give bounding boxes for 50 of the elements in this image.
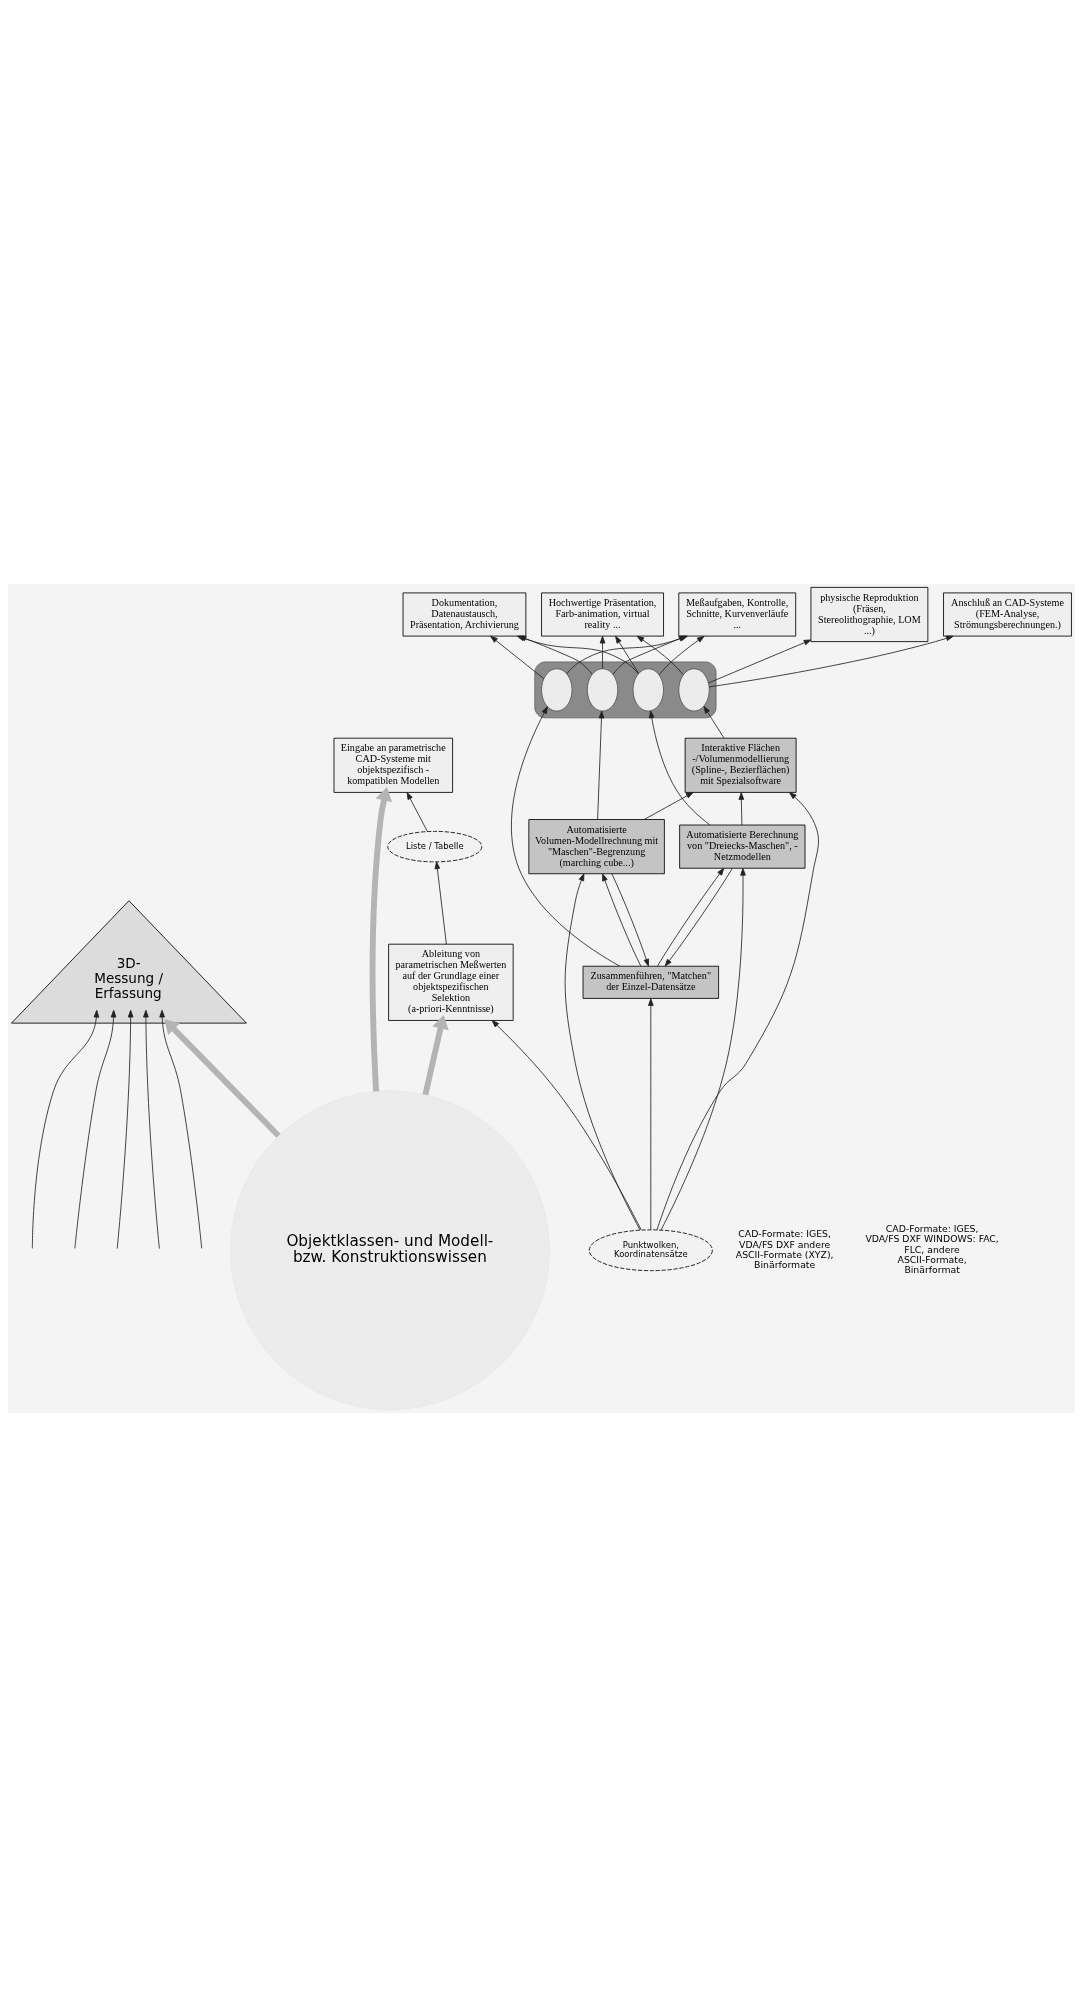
arrow — [611, 873, 650, 967]
arrow — [648, 997, 654, 1230]
node-box: Dokumentation, Datenaustausch, Präsentation, Archivierung — [402, 591, 527, 637]
label: CAD-Formate: IGES, VDA/FS DXF andere ASCII-Formate (XYZ), Binärformate — [735, 1227, 834, 1270]
arrow — [406, 791, 428, 832]
arrow — [664, 867, 733, 967]
node-circle: Objektklassen- und Modell- bzw. Konstruktionswissen — [230, 1089, 550, 1410]
arrow — [660, 867, 746, 1230]
arrow — [657, 867, 725, 967]
node-ellipse: Punktwolken, Koordinatensätze — [588, 1228, 713, 1271]
arrow — [116, 1009, 134, 1249]
node-box: Anschluß an CAD-Systeme (FEM-Analyse, Strömungsberechnungen.) — [943, 591, 1072, 637]
arrow — [164, 1018, 281, 1138]
arrow — [708, 635, 954, 687]
arrow — [74, 1009, 117, 1249]
arrow — [599, 635, 606, 669]
node-box: Ableitung von parametrischen Meßwerten auf der Grundlage einer objektspezifischen Selektion (a-priori-Kenntnisse) — [388, 943, 514, 1021]
arrow — [159, 1009, 203, 1249]
arrow — [643, 791, 694, 820]
node-box: Meßaufgaben, Kontrolle, Schnitte, Kurvenverläufe ... — [678, 591, 797, 637]
arrow — [491, 1019, 642, 1230]
node-box: Interaktive Flächen -/Volumenmodellierung (Spline-, Bezierflächen) mit Spezialsoftware — [684, 737, 797, 793]
arrow — [143, 1009, 160, 1249]
arrow — [369, 786, 393, 1092]
node-box: Automatisierte Berechnung von "Dreiecks-Maschen", - Netzmodellen — [679, 824, 806, 869]
node-circle — [541, 667, 573, 711]
arrow — [434, 861, 447, 945]
node-box: Zusammenführen, "Matchen" der Einzel-Datensätze — [582, 965, 720, 999]
arrow — [31, 1009, 100, 1249]
node-box: Automatisierte Volumen-Modellrechnung mit "Maschen"-Begrenzung (marching cube...) — [528, 818, 665, 874]
arrow — [636, 635, 684, 675]
arrow — [656, 791, 819, 1230]
arrow — [648, 710, 711, 825]
arrow — [564, 872, 641, 1231]
node-box: physische Reproduktion (Fräsen, Stereolithographie, LOM ...) — [810, 586, 929, 642]
node-circle — [678, 667, 710, 711]
node-box: Eingabe an parametrische CAD-Systeme mit objektspezifisch - kompatiblen Modellen — [333, 737, 453, 793]
arrow — [703, 705, 725, 738]
node-box: Hochwertige Präsentation, Farb-animation, virtual reality ... — [541, 591, 664, 637]
arrow — [615, 635, 639, 674]
node-ellipse: Liste / Tabelle — [387, 830, 483, 862]
arrow — [422, 1014, 449, 1095]
arrow — [511, 705, 621, 966]
node-circle — [632, 667, 664, 711]
label: CAD-Formate: IGES, VDA/FS DXF WINDOWS: FAC, FLC, andere ASCII-Formate, Binärformat — [865, 1222, 999, 1275]
arrow — [602, 873, 642, 967]
arrow — [597, 710, 605, 820]
node-circle — [586, 667, 619, 711]
arrow — [738, 791, 745, 825]
arrow — [708, 639, 812, 683]
